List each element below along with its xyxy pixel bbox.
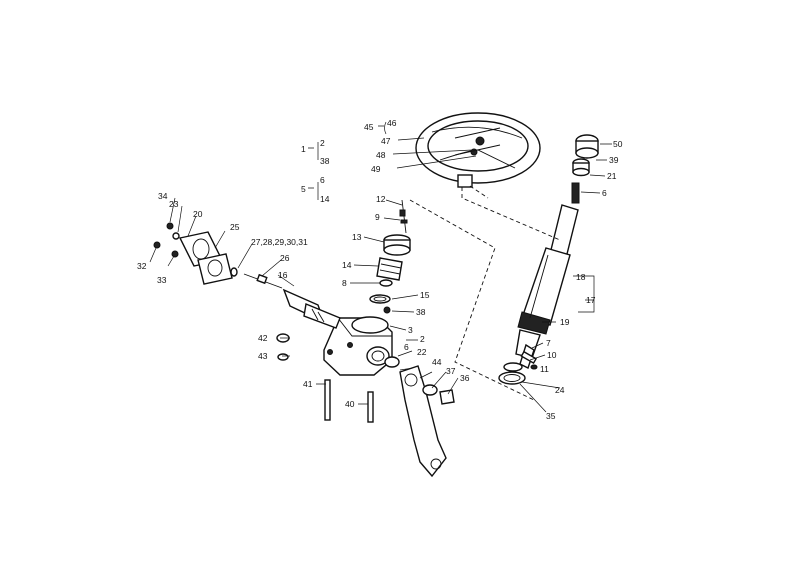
callout-2: 2: [320, 138, 325, 148]
callout-48: 48: [376, 150, 386, 160]
callout-6: 6: [320, 175, 325, 185]
leader-lines: [149, 121, 612, 413]
callout-21: 21: [607, 171, 617, 181]
callout-6-column: 6: [602, 188, 607, 198]
mounting-studs: [276, 333, 374, 423]
side-cover: [153, 222, 233, 285]
callout-3: 3: [408, 325, 413, 335]
callout-46: 46: [387, 118, 397, 128]
callout-12: 12: [376, 194, 386, 204]
callout-37: 37: [446, 366, 456, 376]
callout-24: 24: [555, 385, 565, 395]
callout-5: 5: [301, 184, 306, 194]
callout-8: 8: [342, 278, 347, 288]
callout-27-31: 27,28,29,30,31: [251, 237, 308, 247]
steering-gear-box: [323, 316, 393, 376]
callout-15: 15: [420, 290, 430, 300]
callout-39: 39: [609, 155, 619, 165]
callout-10: 10: [547, 350, 557, 360]
callout-42: 42: [258, 333, 268, 343]
callout-36: 36: [460, 373, 470, 383]
callout-6-gearbox: 6: [404, 342, 409, 352]
callout-labels: 1 2 38 5 6 14 45 46 47 48 49 50 39 21 6 …: [137, 118, 623, 421]
callout-38: 38: [320, 156, 330, 166]
callout-41: 41: [303, 379, 313, 389]
callout-50: 50: [613, 139, 623, 149]
callout-45: 45: [364, 122, 374, 132]
callout-40: 40: [345, 399, 355, 409]
callout-43: 43: [258, 351, 268, 361]
callout-18: 18: [576, 272, 586, 282]
callout-16: 16: [278, 270, 288, 280]
callout-14-worm: 14: [342, 260, 352, 270]
callout-34: 34: [158, 191, 168, 201]
callout-47: 47: [381, 136, 391, 146]
callout-1: 1: [301, 144, 306, 154]
callout-13: 13: [352, 232, 362, 242]
callout-14: 14: [320, 194, 330, 204]
callout-38-worm: 38: [416, 307, 426, 317]
callout-20: 20: [193, 209, 203, 219]
callout-7: 7: [546, 338, 551, 348]
column-lower-parts: [498, 343, 538, 385]
callout-44: 44: [432, 357, 442, 367]
callout-26: 26: [280, 253, 290, 263]
callout-19: 19: [560, 317, 570, 327]
callout-17: 17: [586, 295, 596, 305]
pitman-arm: [384, 356, 455, 478]
callout-25: 25: [230, 222, 240, 232]
callout-2-gearbox: 2: [420, 334, 425, 344]
column-cap-parts: [571, 134, 599, 204]
callout-49: 49: [371, 164, 381, 174]
callout-33: 33: [157, 275, 167, 285]
callout-32: 32: [137, 261, 147, 271]
callout-11: 11: [540, 364, 549, 374]
steering-wheel: [415, 112, 541, 188]
callout-9: 9: [375, 212, 380, 222]
callout-35: 35: [546, 411, 556, 421]
callout-23: 23: [169, 199, 179, 209]
steering-column-tube: [515, 204, 579, 359]
callout-22: 22: [417, 347, 427, 357]
assembly-guide-lines: [409, 185, 561, 401]
sector-shaft: [230, 267, 341, 329]
